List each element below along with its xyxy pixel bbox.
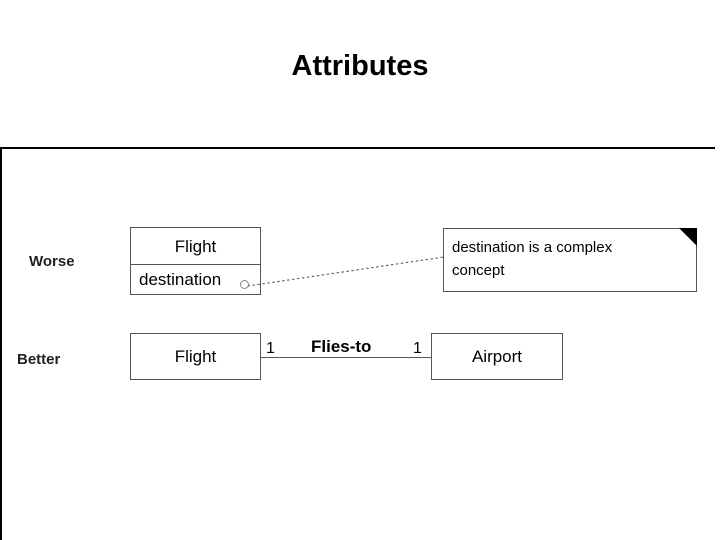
content-frame-left-rule bbox=[0, 147, 2, 540]
uml-class-flight[interactable]: Flight bbox=[130, 333, 261, 380]
row-label-better: Better bbox=[17, 351, 61, 368]
small-circle-anchor-icon bbox=[240, 280, 249, 289]
note-folded-corner-icon bbox=[679, 228, 697, 246]
uml-class-name-flight-better: Flight bbox=[174, 347, 217, 366]
uml-association-label-flies-to: Flies-to bbox=[311, 337, 372, 356]
uml-association-line bbox=[261, 357, 431, 358]
page-title: Attributes bbox=[291, 50, 429, 82]
uml-note-box[interactable] bbox=[443, 228, 697, 292]
uml-note-text-line-2: concept bbox=[452, 262, 505, 279]
content-frame-top-rule bbox=[0, 147, 715, 149]
uml-attribute-destination: destination bbox=[139, 270, 222, 289]
uml-class-flight-with-attribute[interactable]: Flight destination bbox=[130, 227, 261, 295]
dotted-leader-line-icon bbox=[248, 256, 445, 287]
uml-class-airport[interactable]: Airport bbox=[431, 333, 563, 380]
uml-multiplicity-right: 1 bbox=[413, 340, 422, 357]
uml-note-text: destination is a complex concept bbox=[452, 236, 667, 282]
uml-class-name-airport: Airport bbox=[471, 347, 523, 366]
row-label-worse: Worse bbox=[29, 253, 75, 270]
uml-class-name-flight-worse: Flight bbox=[131, 228, 260, 265]
uml-note-text-line-1: destination is a complex bbox=[452, 239, 613, 256]
uml-multiplicity-left: 1 bbox=[266, 340, 275, 357]
